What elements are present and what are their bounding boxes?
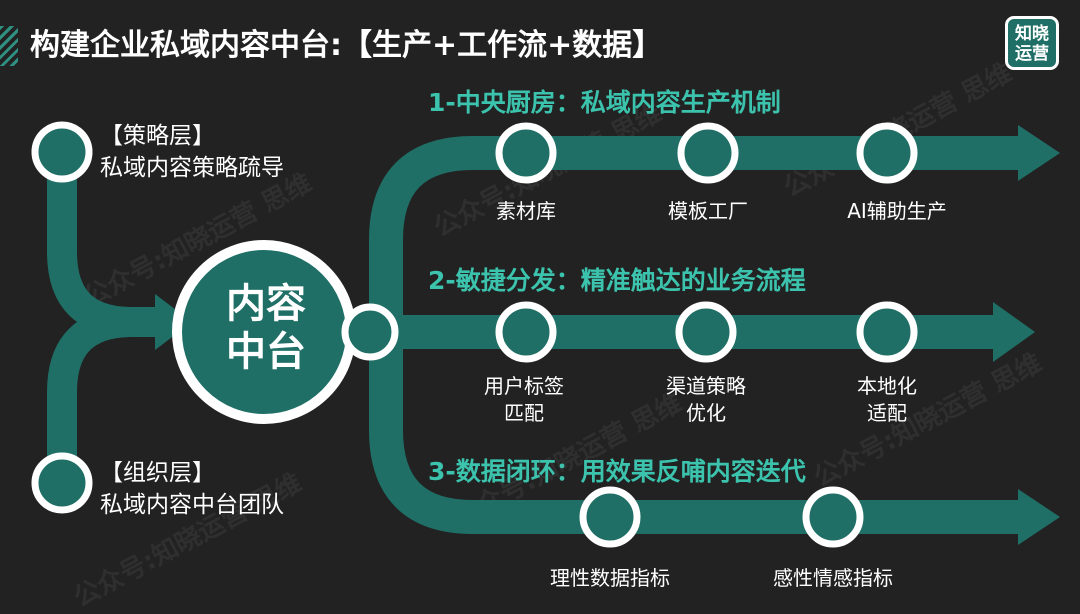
- node-label-line: 优化: [686, 401, 726, 425]
- branch-1-node-1: [495, 122, 557, 184]
- hub-output-node: [341, 303, 399, 361]
- branch-track-1: [369, 136, 1022, 349]
- node-label-line: 理性数据指标: [550, 566, 670, 590]
- branch-2-node-1: [495, 301, 557, 363]
- node-label-line: 适配: [867, 401, 907, 425]
- input-label-organization-title: 【组织层】: [100, 460, 215, 486]
- node-label-line: 渠道策略: [666, 374, 746, 398]
- logo-line-2: 运营: [1015, 44, 1049, 64]
- node-label-line: 匹配: [504, 401, 544, 425]
- branch-2-node-2: [675, 301, 737, 363]
- node-label-line: AI辅助生产: [847, 199, 947, 223]
- branch-3-node-1-label: 理性数据指标: [530, 565, 690, 592]
- branch-1-node-2-label: 模板工厂: [628, 198, 788, 225]
- hub-label-line-2: 中台: [226, 329, 306, 375]
- input-node-strategy: [31, 121, 93, 183]
- branch-3-node-2-label: 感性情感指标: [753, 565, 913, 592]
- branch-arrow-2: [993, 302, 1035, 362]
- node-label-line: 模板工厂: [668, 199, 748, 223]
- page-title: 构建企业私域内容中台:【生产+工作流+数据】: [30, 28, 663, 63]
- branch-2-node-2-label: 渠道策略 优化: [626, 373, 786, 427]
- title-stripes-decoration: [0, 26, 18, 66]
- input-line-top: [47, 160, 170, 337]
- branch-3-node-2: [802, 486, 864, 548]
- branch-2-heading: 2-敏捷分发：精准触达的业务流程: [428, 266, 806, 295]
- branch-1-node-3: [856, 122, 918, 184]
- branch-1-node-3-label: AI辅助生产: [817, 198, 977, 225]
- input-label-strategy-title: 【策略层】: [100, 123, 215, 149]
- node-label-line: 本地化: [857, 374, 917, 398]
- input-line-bottom: [47, 307, 170, 480]
- branch-3-node-1: [579, 486, 641, 548]
- branch-arrow-1: [1018, 125, 1060, 181]
- node-label-line: 用户标签: [484, 374, 564, 398]
- branch-1-node-2: [677, 122, 739, 184]
- input-label-organization-desc: 私域内容中台团队: [100, 492, 284, 518]
- input-label-organization: 【组织层】 私域内容中台团队: [100, 457, 284, 521]
- branch-track-3: [369, 315, 1022, 534]
- node-label-line: 感性情感指标: [773, 566, 893, 590]
- branch-2-node-3-label: 本地化 适配: [807, 373, 967, 427]
- input-label-strategy-desc: 私域内容策略疏导: [100, 155, 284, 181]
- hub-label: 内容 中台: [181, 280, 351, 376]
- branch-2-node-1-label: 用户标签 匹配: [444, 373, 604, 427]
- branch-1-node-1-label: 素材库: [446, 198, 606, 225]
- branch-arrow-3: [1018, 489, 1060, 545]
- hub-label-line-1: 内容: [226, 281, 306, 327]
- branch-3-heading: 3-数据闭环：用效果反哺内容迭代: [428, 457, 806, 486]
- brand-logo: 知晓 运营: [1005, 16, 1059, 70]
- logo-line-1: 知晓: [1015, 24, 1049, 44]
- input-label-strategy: 【策略层】 私域内容策略疏导: [100, 120, 284, 184]
- node-label-line: 素材库: [496, 199, 556, 223]
- branch-2-node-3: [856, 301, 918, 363]
- branch-1-heading: 1-中央厨房：私域内容生产机制: [428, 88, 781, 117]
- input-node-organization: [31, 452, 93, 514]
